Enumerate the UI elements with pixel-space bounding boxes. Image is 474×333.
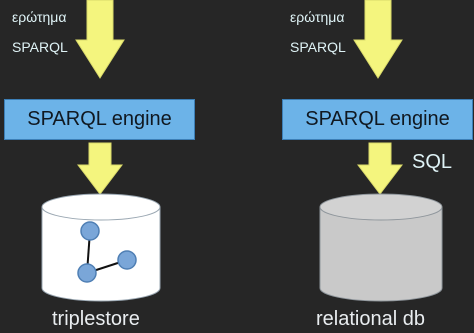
right-engine-arrow-icon xyxy=(356,142,404,195)
left-query-arrow-icon xyxy=(75,0,125,79)
left-query-label: ερώτημα xyxy=(12,9,67,25)
left-query-language: SPARQL xyxy=(12,39,68,55)
sql-label: SQL xyxy=(412,151,453,173)
right-sparql-engine-box: SPARQL engine xyxy=(282,99,473,140)
right-query-arrow-icon xyxy=(353,0,403,79)
triplestore-cylinder-icon xyxy=(41,193,161,302)
relational-db-cylinder-icon xyxy=(319,193,443,302)
left-engine-arrow-icon xyxy=(76,142,124,195)
right-query-label: ερώτημα xyxy=(290,9,345,25)
graph-network-icon xyxy=(77,221,137,283)
right-query-language: SPARQL xyxy=(290,39,346,55)
relational-db-label: relational db xyxy=(316,308,425,330)
triplestore-label: triplestore xyxy=(52,308,140,330)
left-sparql-engine-box: SPARQL engine xyxy=(4,99,195,140)
